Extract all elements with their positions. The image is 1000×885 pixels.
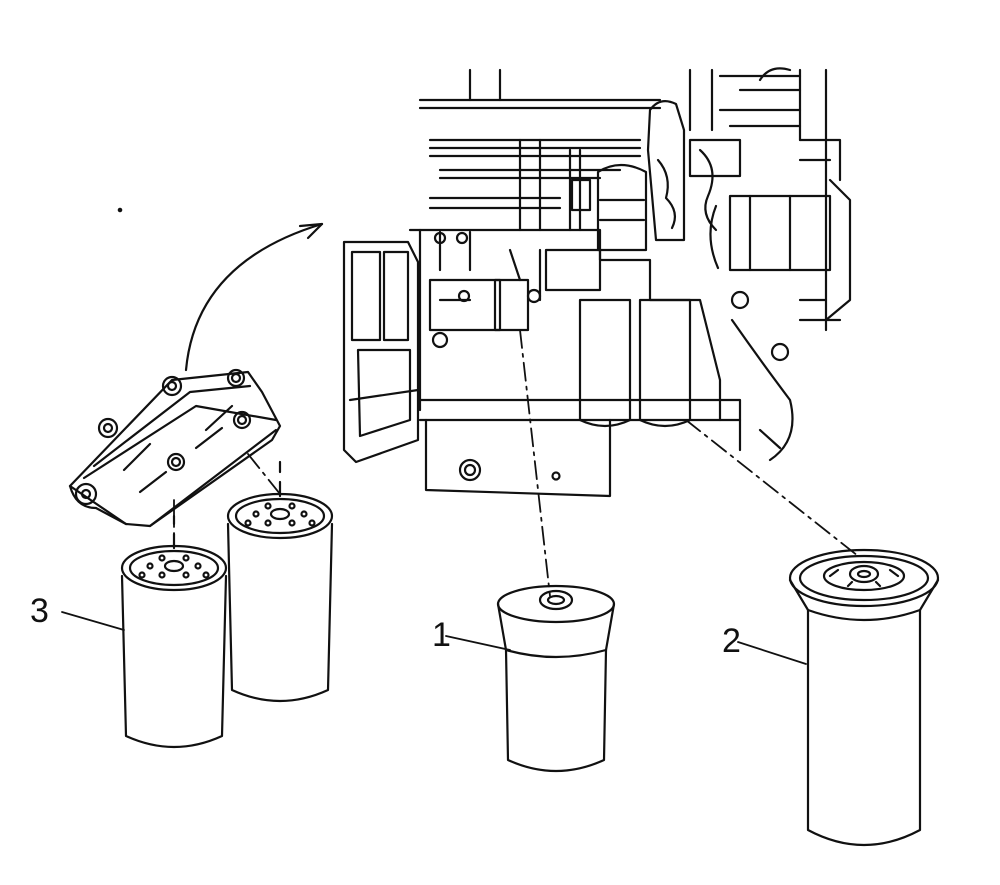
- fuel-filter-2: [790, 550, 938, 845]
- engine-block: [344, 68, 850, 496]
- callout-2: 2: [722, 622, 741, 660]
- leader-lines: [62, 612, 806, 664]
- secondary-fuel-filter-b: [228, 462, 332, 701]
- oil-filter-1: [498, 586, 614, 771]
- speck: [119, 209, 121, 211]
- callout-3: 3: [30, 592, 49, 630]
- secondary-fuel-filter-a: [122, 516, 226, 747]
- connector-lines: [174, 330, 858, 596]
- callout-1: 1: [432, 616, 451, 654]
- relocation-arrow: [186, 224, 322, 370]
- filter-head-bracket: [70, 370, 280, 526]
